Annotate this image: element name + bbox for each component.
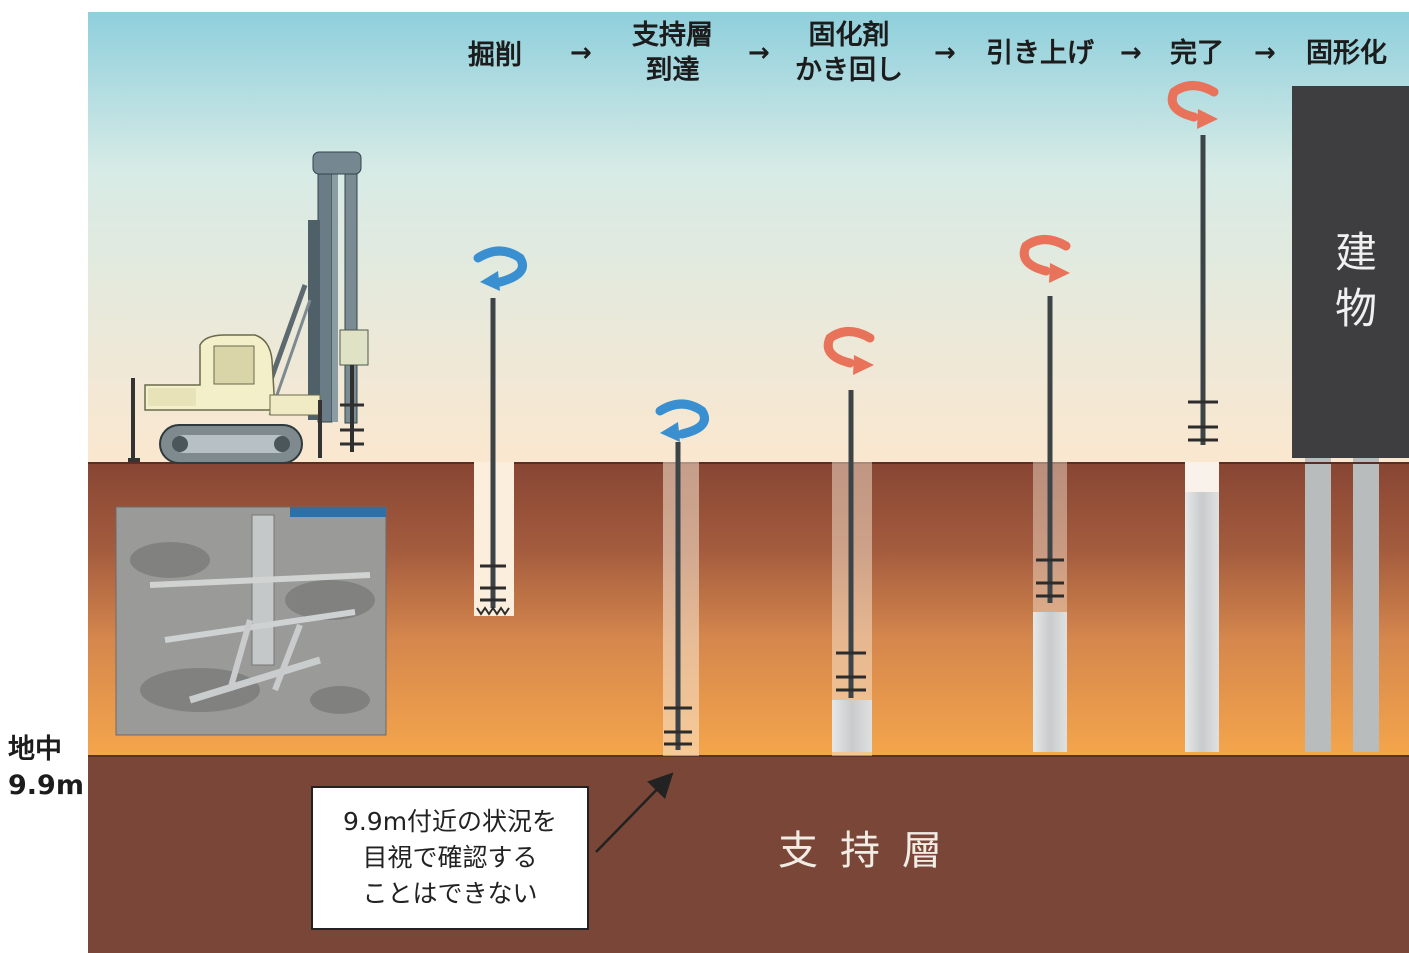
excavator-rig — [128, 151, 369, 464]
building-label: 建 物 — [1334, 228, 1377, 333]
step-excavation: 掘削 — [468, 40, 522, 71]
step-complete: 完了 — [1170, 38, 1224, 69]
step-solidify: 固形化 — [1306, 38, 1387, 69]
building-column-2 — [1353, 458, 1379, 752]
step-arrow-5: → — [1254, 38, 1276, 68]
stage-4-lifting — [1033, 296, 1067, 752]
bearing-layer-label: 支持層 — [778, 828, 964, 874]
rotation-arrow-blue-1-icon — [473, 246, 527, 291]
step-mixing: 固化剤 かき回し — [795, 20, 903, 86]
stage-5-complete — [1185, 135, 1219, 752]
step-arrow-3: → — [934, 38, 956, 68]
note-pointer-arrow — [595, 772, 674, 853]
step-arrow-2: → — [748, 38, 770, 68]
step-lifting: 引き上げ — [986, 38, 1094, 69]
bearing-layer — [88, 756, 1409, 953]
rotation-arrow-blue-2-icon — [655, 399, 709, 442]
stage-2-bearing-reached — [663, 442, 699, 756]
depth-label: 地中 9.9m — [8, 734, 84, 801]
step-arrow-4: → — [1120, 38, 1142, 68]
note-box: 9.9m付近の状況を 目視で確認する ことはできない — [311, 786, 589, 930]
step-bearing-reached: 支持層 到達 — [632, 20, 713, 86]
stage-1-excavation — [474, 298, 514, 616]
building-column-1 — [1305, 458, 1331, 752]
stage-3-mixing — [832, 390, 872, 756]
rotation-arrow-red-3-icon — [1167, 81, 1219, 129]
building — [1292, 86, 1409, 458]
rotation-arrow-red-2-icon — [1019, 235, 1071, 283]
rotation-arrow-red-1-icon — [823, 327, 875, 375]
site-photo — [115, 506, 387, 736]
step-arrow-1: → — [570, 38, 592, 68]
